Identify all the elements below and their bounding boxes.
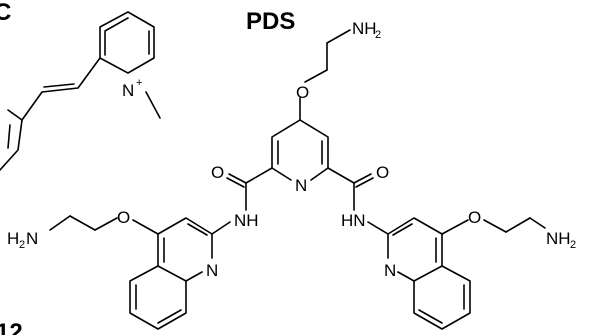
ether-oxygen-right: O [468, 208, 481, 227]
quinoline-nitrogen-left: N [206, 261, 218, 280]
amide-nh-left: NH [234, 211, 259, 230]
central-pyridine-core [226, 29, 374, 211]
amine-left-h: H [7, 229, 19, 248]
left-quinoline-arm [49, 215, 231, 330]
amine-right-subscript: 2 [570, 239, 576, 251]
ether-oxygen-top: O [296, 83, 309, 102]
ether-oxygen-left: O [117, 208, 130, 227]
pds-title: PDS [246, 8, 295, 35]
amine-top-label: NH [352, 19, 377, 38]
amine-right-label: NH [546, 229, 571, 248]
carbonyl-oxygen-left: O [211, 163, 224, 182]
right-quinoline-arm [367, 217, 546, 330]
carbonyl-oxygen-right: O [376, 163, 389, 182]
positive-charge-label: + [136, 77, 142, 89]
amine-top-subscript: 2 [375, 29, 381, 41]
styryl-pyridinium-fragment [0, 11, 161, 171]
amine-left-subscript: 2 [19, 239, 25, 251]
amide-hn-right: HN [341, 211, 366, 230]
partial-left-title: C [0, 0, 11, 26]
partial-bottom-left-label: 12 [0, 319, 23, 335]
amine-left-n: N [26, 229, 38, 248]
pyridine-nitrogen-label: N [295, 176, 307, 195]
pyridinium-nitrogen-label: N [122, 81, 134, 100]
quinoline-nitrogen-right: N [384, 261, 396, 280]
